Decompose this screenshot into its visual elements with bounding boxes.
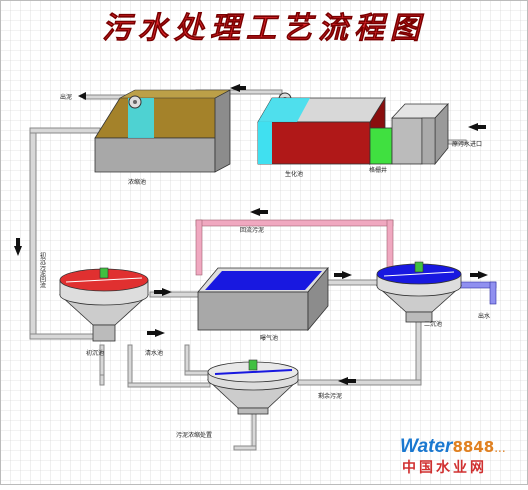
label-residual: 剩余污泥 xyxy=(318,392,342,400)
arrow-left-icon xyxy=(338,377,356,385)
arrow-right-icon xyxy=(154,288,172,296)
bio-tank xyxy=(257,96,449,166)
arrow-down-icon xyxy=(14,238,22,256)
page-title: 污水处理工艺流程图 xyxy=(102,11,426,46)
logo-brand: Water8848... xyxy=(400,436,506,457)
label-return-sludge: 回流污泥 xyxy=(240,226,264,234)
label-aeration: 曝气池 xyxy=(260,334,278,342)
label-primary-sludge: 初沉污泥回流 xyxy=(39,251,46,289)
sludge-tank xyxy=(206,359,300,415)
aeration-tank xyxy=(197,266,329,332)
pump-icon xyxy=(128,95,142,109)
label-raw-sewage: 原污水进口 xyxy=(452,140,482,148)
label-bio-tank: 生化池 xyxy=(285,170,303,178)
arrow-right-icon xyxy=(334,271,352,279)
label-thickener: 浓缩池 xyxy=(128,178,146,186)
label-outlet: 出水 xyxy=(478,312,490,320)
primary-clarifier xyxy=(58,267,150,342)
return-sludge-pipe xyxy=(195,219,394,276)
label-secondary: 二沉池 xyxy=(424,320,442,328)
arrow-left-icon xyxy=(468,123,486,131)
label-grille: 格栅井 xyxy=(369,166,387,174)
flow-arrows xyxy=(14,84,488,385)
logo-cn: 中国水业网 xyxy=(402,459,487,476)
secondary-clarifier xyxy=(375,261,463,323)
label-sludge-dewater: 污泥浓缩处置 xyxy=(176,431,212,439)
arrow-right-icon xyxy=(147,329,165,337)
arrow-right-icon xyxy=(470,271,488,279)
label-primary: 初沉池 xyxy=(86,349,104,357)
label-clean: 清水池 xyxy=(145,349,163,357)
arrow-left-icon xyxy=(78,92,86,100)
thickener-tank xyxy=(94,89,231,173)
arrow-left-icon xyxy=(250,208,268,216)
arrow-left-icon xyxy=(230,84,246,92)
label-sludge-out: 出泥 xyxy=(60,93,72,101)
watermark-logo: Water8848... 中国水业网 xyxy=(400,436,506,476)
